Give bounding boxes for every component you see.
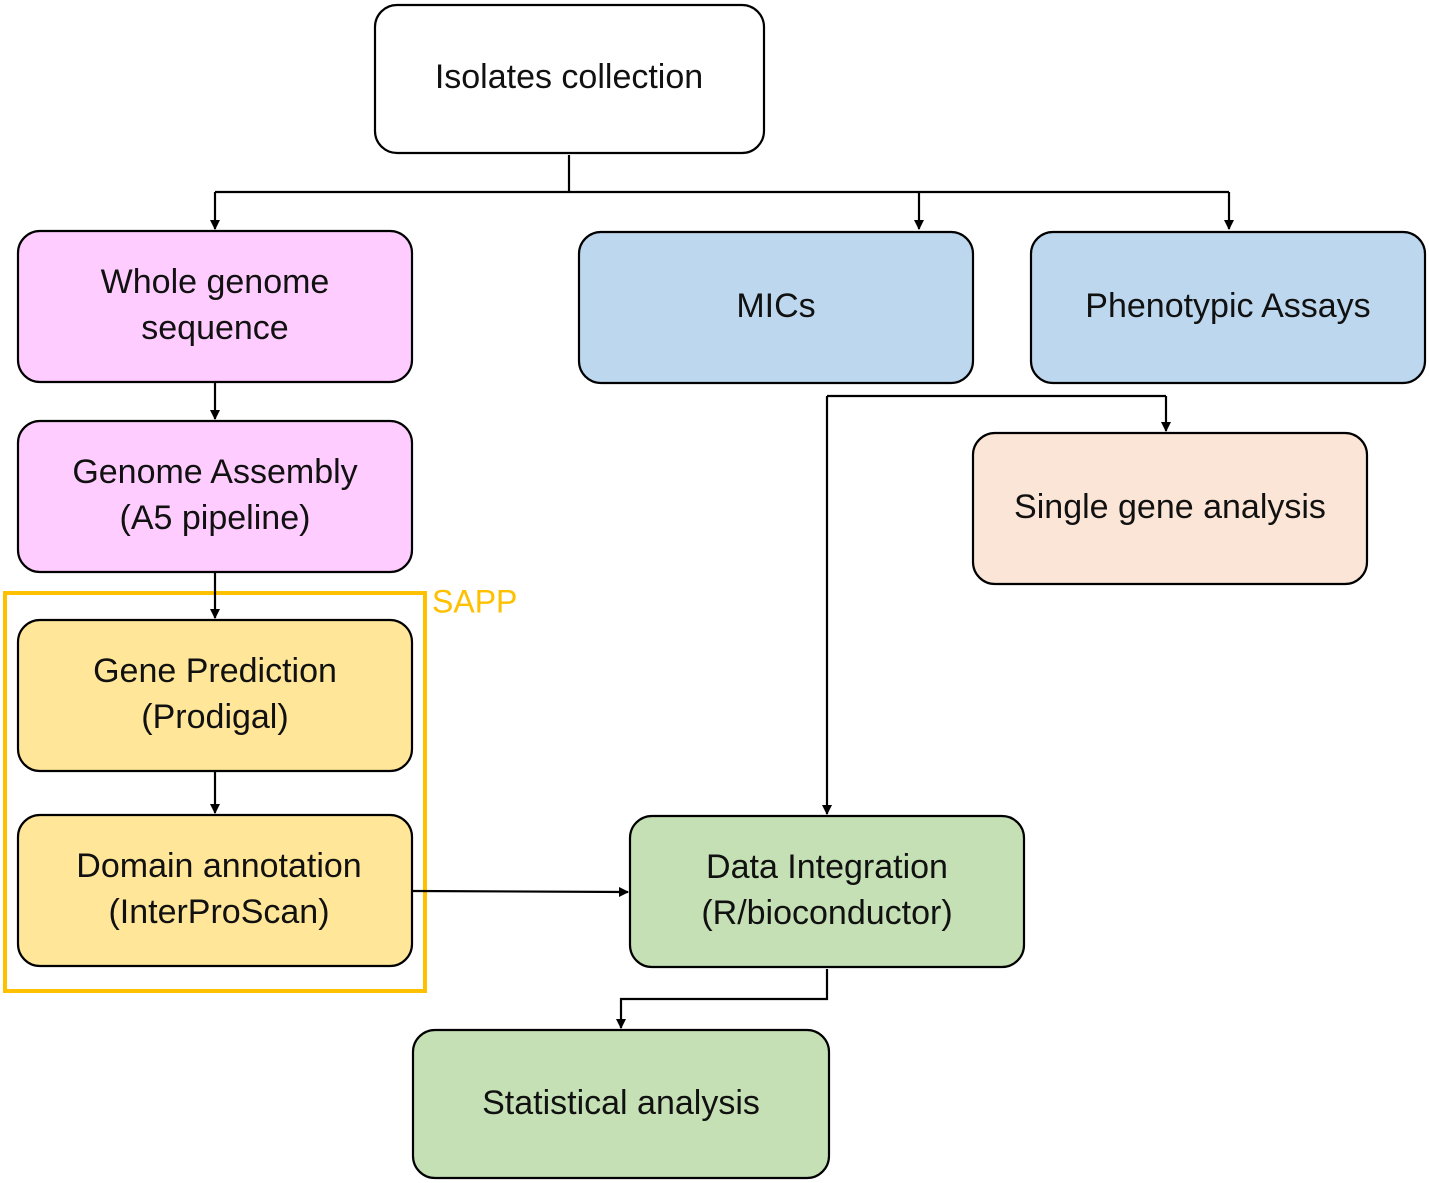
- gene-prediction-label-line: (Prodigal): [141, 698, 288, 736]
- assembly-label: Genome Assembly (A5 pipeline): [72, 453, 357, 537]
- node-phenotypic: Phenotypic Assays: [1029, 230, 1427, 385]
- assembly-box: [16, 419, 414, 574]
- mics-label: MICs: [736, 287, 815, 325]
- single-gene-box: [971, 431, 1369, 586]
- node-isolates: Isolates collection: [373, 3, 766, 155]
- node-integration: Data Integration (R/bioconductor): [628, 814, 1026, 969]
- wgs-box: [16, 229, 414, 384]
- domain-label-line: Domain annotation: [76, 847, 361, 885]
- wgs-label: Whole genome sequence: [101, 263, 330, 347]
- node-wgs: Whole genome sequence: [16, 229, 414, 384]
- node-assembly: Genome Assembly (A5 pipeline): [16, 419, 414, 574]
- edge-domain-to-integration: [412, 886, 629, 897]
- wgs-label-line: Whole genome: [101, 263, 330, 301]
- domain-label-line: (InterProScan): [108, 893, 329, 931]
- wgs-label-line: sequence: [141, 309, 288, 347]
- node-domain: Domain annotation (InterProScan): [16, 813, 414, 968]
- integration-label-line: (R/bioconductor): [701, 894, 952, 932]
- assembly-label-line: (A5 pipeline): [120, 499, 311, 537]
- integration-box: [628, 814, 1026, 969]
- assembly-label-line: Genome Assembly: [72, 453, 357, 491]
- statistical-box: [411, 1028, 831, 1180]
- domain-label: Domain annotation (InterProScan): [76, 847, 361, 931]
- node-gene-prediction: Gene Prediction (Prodigal): [16, 618, 414, 773]
- isolates-label: Isolates collection: [435, 58, 703, 96]
- single-gene-label-line: Single gene analysis: [1014, 488, 1326, 526]
- single-gene-label: Single gene analysis: [1014, 488, 1326, 526]
- edges: [210, 155, 1234, 1029]
- phenotypic-box: [1029, 230, 1427, 385]
- integration-label: Data Integration (R/bioconductor): [701, 848, 952, 932]
- node-statistical: Statistical analysis: [411, 1028, 831, 1180]
- integration-label-line: Data Integration: [706, 848, 948, 886]
- node-single-gene: Single gene analysis: [971, 431, 1369, 586]
- domain-box: [16, 813, 414, 968]
- isolates-label-line: Isolates collection: [435, 58, 703, 96]
- gene-prediction-label-line: Gene Prediction: [93, 652, 337, 690]
- phenotypic-label: Phenotypic Assays: [1085, 287, 1370, 325]
- phenotypic-label-line: Phenotypic Assays: [1085, 287, 1370, 325]
- isolates-box: [373, 3, 766, 155]
- statistical-label-line: Statistical analysis: [482, 1084, 760, 1122]
- mics-box: [577, 230, 975, 385]
- node-mics: MICs: [577, 230, 975, 385]
- edge-integration-to-statistical: [616, 969, 829, 1029]
- sapp-group-label: SAPP: [432, 583, 517, 619]
- gene-prediction-box: [16, 618, 414, 773]
- statistical-label: Statistical analysis: [482, 1084, 760, 1122]
- gene-prediction-label: Gene Prediction (Prodigal): [93, 652, 337, 736]
- mics-label-line: MICs: [736, 287, 815, 325]
